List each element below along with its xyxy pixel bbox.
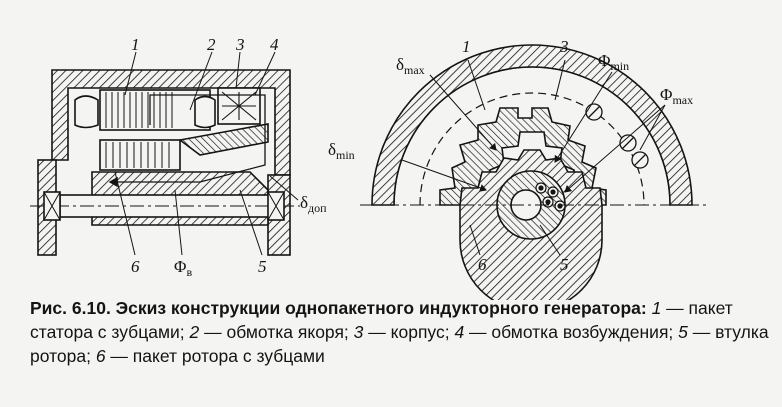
housing-left bbox=[51, 69, 291, 176]
label-4: 4 bbox=[270, 35, 279, 54]
figure-caption: Рис. 6.10. Эскиз конструкции однопакетно… bbox=[30, 296, 770, 368]
label-6: 6 bbox=[131, 257, 140, 276]
flux-markers bbox=[585, 103, 649, 169]
delta-min-label: δmin bbox=[328, 140, 355, 162]
caption-items: 1 — пакет статора с зубцами; 2 — обмотка… bbox=[30, 298, 769, 366]
winding-conductors bbox=[535, 182, 566, 212]
caption-text-6: — пакет ротора с зубцами bbox=[105, 346, 325, 366]
right-section-view bbox=[360, 44, 710, 300]
stator-pack bbox=[99, 89, 211, 131]
caption-num-3: 3 bbox=[353, 322, 364, 342]
flux-label: Φв bbox=[174, 257, 192, 279]
label-r5: 5 bbox=[560, 255, 569, 274]
gap-allowed-label: δдоп bbox=[300, 193, 327, 215]
caption-title: Рис. 6.10. Эскиз конструкции однопакетно… bbox=[30, 298, 647, 318]
caption-num-5: 5 bbox=[678, 322, 688, 342]
caption-text-5: — втулка ротора; bbox=[30, 322, 769, 366]
phi-max-label: Φmax bbox=[660, 85, 693, 107]
caption-text-4: — обмотка возбуждения; bbox=[464, 322, 679, 342]
delta-max-label: δmax bbox=[396, 55, 425, 77]
caption-num-6: 6 bbox=[95, 346, 106, 366]
label-r3: 3 bbox=[559, 37, 569, 56]
right-view-labels: 1 3 6 5 δmax δmin Φmin Φmax bbox=[328, 37, 693, 274]
caption-text-3: — корпус; bbox=[363, 322, 455, 342]
caption-text-2: — обмотка якоря; bbox=[199, 322, 354, 342]
phi-min-label: Φmin bbox=[598, 51, 629, 73]
rotor-pack bbox=[99, 139, 181, 171]
left-section-view bbox=[30, 51, 300, 256]
caption-num-4: 4 bbox=[454, 322, 465, 342]
label-5: 5 bbox=[258, 257, 267, 276]
caption-num-1: 1 bbox=[651, 298, 662, 318]
label-r1: 1 bbox=[462, 37, 471, 56]
caption-num-2: 2 bbox=[189, 322, 200, 342]
label-3: 3 bbox=[235, 35, 245, 54]
stator-laminations bbox=[105, 92, 173, 128]
armature-winding bbox=[74, 95, 99, 129]
figure-sketch: 1 2 3 4 6 5 Φв δдоп bbox=[30, 35, 710, 300]
label-1: 1 bbox=[131, 35, 140, 54]
label-r6: 6 bbox=[478, 255, 487, 274]
caption-text-1: — пакет статора с зубцами; bbox=[30, 298, 733, 342]
flux-path bbox=[108, 94, 266, 188]
left-view-labels: 1 2 3 4 6 5 Φв δдоп bbox=[131, 35, 327, 279]
label-2: 2 bbox=[207, 35, 216, 54]
